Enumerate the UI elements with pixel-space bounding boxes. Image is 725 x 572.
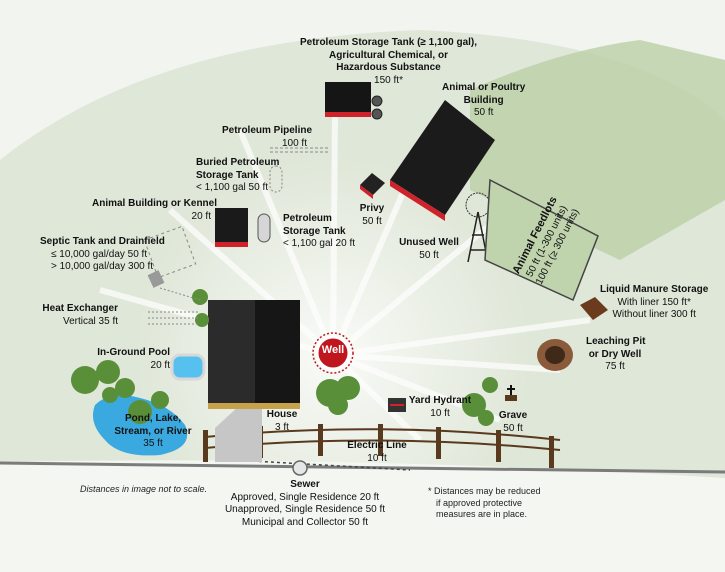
- label-animal-building-kennel: Animal Building or Kennel 20 ft: [92, 198, 218, 223]
- label-value: 35 ft: [143, 438, 163, 449]
- label-value: 75 ft: [605, 361, 625, 372]
- label-title: Heat Exchanger: [42, 303, 118, 314]
- heat-exchanger-loops: [148, 311, 200, 325]
- label-privy: Privy 50 ft: [348, 203, 396, 228]
- label-heat-exchanger: Heat Exchanger Vertical 35 ft: [40, 303, 118, 328]
- label-petroleum-tank-small: Petroleum Storage Tank < 1,100 gal 20 ft: [283, 213, 355, 251]
- label-animal-poultry-building: Animal or Poultry Building 50 ft: [442, 82, 525, 120]
- label-title: Animal or Poultry: [442, 82, 526, 93]
- manure-storage: [580, 297, 608, 320]
- label-value: 10 ft: [430, 407, 450, 419]
- label-petroleum-pipeline: Petroleum Pipeline 100 ft: [222, 125, 313, 150]
- label-in-ground-pool: In-Ground Pool 20 ft: [92, 347, 170, 372]
- label-value: Without liner 300 ft: [612, 309, 696, 320]
- label-title: Privy: [359, 203, 385, 214]
- well-marker: [315, 335, 351, 371]
- label-title: Petroleum: [283, 213, 332, 224]
- label-title: Unused Well: [399, 237, 459, 248]
- label-value: 50 ft: [473, 107, 494, 118]
- pool-shape: [170, 353, 206, 381]
- label-title: In-Ground Pool: [97, 347, 170, 358]
- label-title: Storage Tank: [196, 169, 259, 181]
- animal-building: [390, 100, 495, 215]
- privy-building: [360, 173, 385, 195]
- sewer-line: [234, 459, 411, 471]
- drainfield: [143, 225, 197, 279]
- label-septic-tank: Septic Tank and Drainfield ≤ 10,000 gal/…: [40, 236, 165, 274]
- label-title: Electric Line: [347, 440, 407, 451]
- label-value: Unapproved, Single Residence 50 ft: [224, 504, 386, 515]
- trees: [71, 289, 498, 426]
- label-title: Liquid Manure Storage: [600, 284, 709, 295]
- label-title: Leaching Pit: [586, 336, 646, 347]
- label-pond-lake: Pond, Lake, Stream, or River 35 ft: [98, 413, 208, 451]
- asterisk-note: * Distances may be reduced if approved p…: [428, 486, 541, 521]
- label-value: 100 ft: [281, 137, 307, 149]
- label-title: Sewer: [290, 479, 320, 490]
- label-buried-petroleum-tank: Buried Petroleum Storage Tank < 1,100 ga…: [196, 157, 279, 195]
- label-value: 3 ft: [275, 421, 289, 433]
- label-title: Yard Hydrant: [408, 395, 472, 406]
- label-title: Stream, or River: [114, 425, 192, 437]
- label-grave: Grave 50 ft: [493, 410, 533, 435]
- house-wall: [208, 403, 300, 409]
- label-value: 10 ft: [367, 452, 387, 464]
- label-value: Approved, Single Residence 20 ft: [230, 491, 380, 503]
- label-yard-hydrant: Yard Hydrant 10 ft: [408, 395, 472, 420]
- well-label: Well: [321, 344, 345, 356]
- small-petroleum-tank: [257, 213, 271, 243]
- label-title: Grave: [498, 410, 528, 421]
- label-value: > 10,000 gal/day 300 ft: [51, 261, 154, 272]
- label-unused-well: Unused Well 50 ft: [396, 237, 462, 262]
- scale-note: Distances in image not to scale.: [80, 484, 208, 494]
- label-electric-line: Electric Line 10 ft: [345, 440, 409, 465]
- label-title: Septic Tank and Drainfield: [40, 236, 165, 247]
- petroleum-storage-building: [325, 82, 371, 115]
- label-sewer: Sewer Approved, Single Residence 20 ft U…: [220, 479, 390, 529]
- label-title: House: [266, 409, 298, 420]
- label-value: Vertical 35 ft: [62, 315, 118, 327]
- label-title: Animal Building or Kennel: [92, 198, 218, 209]
- label-value: < 1,100 gal 50 ft: [196, 182, 269, 193]
- label-title: Building: [463, 94, 504, 106]
- label-value: 20 ft: [191, 210, 211, 222]
- sewer-cleanout: [292, 460, 308, 476]
- asterisk-note-line: measures are in place.: [436, 509, 528, 520]
- label-title: Buried Petroleum: [196, 157, 280, 168]
- asterisk-note-line: if approved protective: [436, 497, 523, 508]
- label-value: 50 ft: [419, 249, 439, 261]
- label-title: Petroleum Storage Tank (≥ 1,100 gal),: [300, 37, 478, 48]
- driveway: [215, 405, 262, 462]
- label-title: Petroleum Pipeline: [222, 125, 313, 136]
- label-value: 50 ft: [362, 215, 382, 227]
- house-roof-right: [255, 300, 300, 405]
- label-petroleum-tank-large: Petroleum Storage Tank (≥ 1,100 gal), Ag…: [300, 37, 477, 87]
- label-title: Agricultural Chemical, or: [329, 49, 448, 61]
- label-value: 150 ft*: [374, 74, 403, 86]
- septic-tank: [147, 270, 165, 288]
- label-value: 20 ft: [150, 359, 170, 371]
- road: [0, 460, 725, 572]
- label-value: Municipal and Collector 50 ft: [241, 516, 369, 528]
- buried-tank-symbol: [269, 165, 283, 193]
- label-title: or Dry Well: [588, 348, 642, 360]
- house-roof-left: [208, 300, 258, 405]
- label-title: Hazardous Substance: [336, 62, 441, 73]
- kennel-building: [215, 208, 248, 244]
- label-value: With liner 150 ft*: [617, 296, 691, 308]
- label-leaching-pit: Leaching Pit or Dry Well 75 ft: [586, 336, 646, 374]
- feedlot-pen: [484, 178, 599, 302]
- pond-shape: [92, 395, 188, 456]
- label-value: ≤ 10,000 gal/day 50 ft: [51, 248, 148, 260]
- asterisk-note-line: * Distances may be reduced: [428, 486, 541, 496]
- label-value: < 1,100 gal 20 ft: [283, 238, 356, 249]
- label-title: Pond, Lake,: [124, 413, 182, 424]
- grave-icon: [505, 395, 517, 401]
- label-house: House 3 ft: [262, 409, 302, 434]
- label-value: 50 ft: [503, 422, 523, 434]
- label-title: Storage Tank: [283, 225, 346, 237]
- label-liquid-manure: Liquid Manure Storage With liner 150 ft*…: [600, 284, 708, 322]
